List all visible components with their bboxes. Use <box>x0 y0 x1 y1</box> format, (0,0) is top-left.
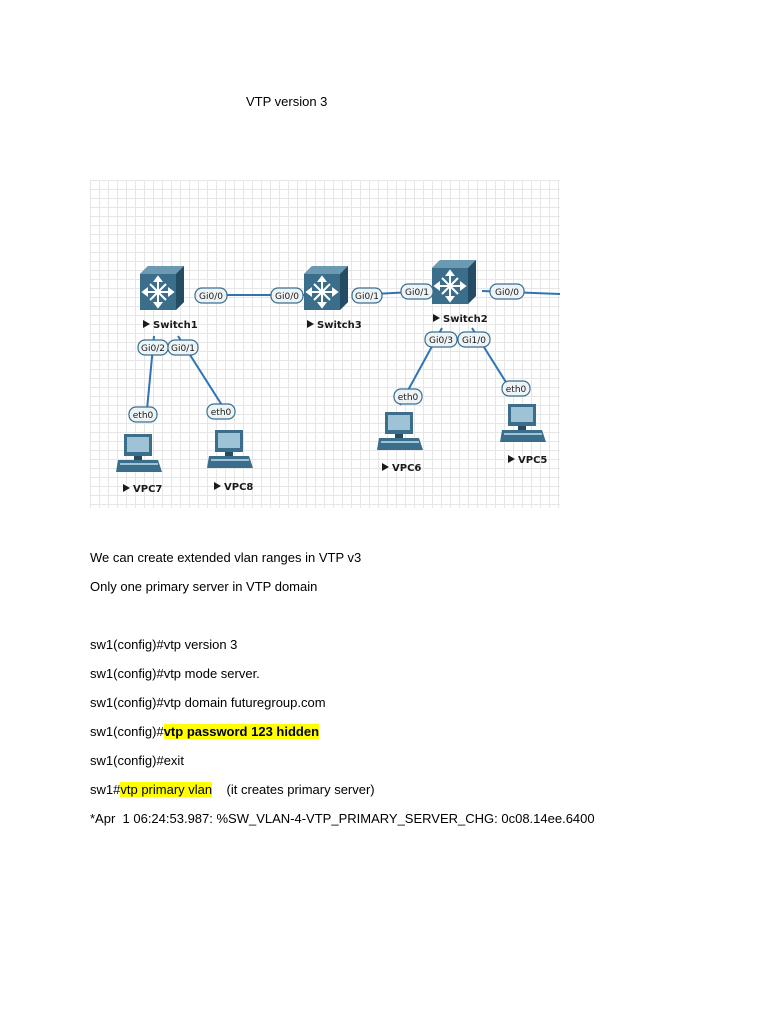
command-exit: sw1(config)#exit <box>90 753 184 768</box>
svg-text:Gi0/1: Gi0/1 <box>171 344 195 354</box>
device-label-vpc7: VPC7 <box>123 484 162 495</box>
port-label-sw2-gi03: Gi0/3 <box>424 331 458 348</box>
vpc6-icon <box>377 412 423 450</box>
svg-text:VPC6: VPC6 <box>392 463 421 474</box>
port-label-sw2-gi10: Gi1/0 <box>457 331 491 348</box>
svg-text:Gi0/3: Gi0/3 <box>429 336 453 346</box>
device-label-vpc8: VPC8 <box>214 482 253 493</box>
highlighted-command: vtp password 123 hidden <box>163 724 320 739</box>
port-label-vpc8-eth0: eth0 <box>206 403 236 420</box>
page-title: VTP version 3 <box>246 94 328 109</box>
device-label-switch3: Switch3 <box>307 320 362 331</box>
port-label-vpc7-eth0: eth0 <box>128 406 158 423</box>
svg-text:VPC5: VPC5 <box>518 455 547 466</box>
svg-text:Gi0/0: Gi0/0 <box>199 292 223 302</box>
svg-text:Gi1/0: Gi1/0 <box>462 336 486 346</box>
note-primary-server: Only one primary server in VTP domain <box>90 579 318 594</box>
log-message: *Apr 1 06:24:53.987: %SW_VLAN-4-VTP_PRIM… <box>90 811 595 826</box>
port-label-sw3-gi00: Gi0/0 <box>270 287 304 304</box>
svg-text:eth0: eth0 <box>133 411 154 421</box>
svg-text:Gi0/0: Gi0/0 <box>495 288 519 298</box>
note-extended-vlan: We can create extended vlan ranges in VT… <box>90 550 362 565</box>
highlighted-command: vtp primary vlan <box>120 782 213 797</box>
vpc8-icon <box>207 430 253 468</box>
svg-text:Switch1: Switch1 <box>153 320 198 331</box>
vpc5-icon <box>500 404 546 442</box>
svg-text:Switch2: Switch2 <box>443 314 488 325</box>
vpc7-icon <box>116 434 162 472</box>
command-vtp-domain: sw1(config)#vtp domain futuregroup.com <box>90 695 326 710</box>
svg-text:Gi0/1: Gi0/1 <box>405 288 429 298</box>
svg-text:Switch3: Switch3 <box>317 320 362 331</box>
switch2-icon <box>431 259 477 305</box>
svg-text:eth0: eth0 <box>506 385 527 395</box>
svg-text:Gi0/1: Gi0/1 <box>355 292 379 302</box>
svg-text:VPC8: VPC8 <box>224 482 253 493</box>
svg-text:Gi0/0: Gi0/0 <box>275 292 299 302</box>
command-vtp-primary: sw1#vtp primary vlan (it creates primary… <box>90 782 375 797</box>
svg-text:eth0: eth0 <box>398 393 419 403</box>
port-label-vpc6-eth0: eth0 <box>393 388 423 405</box>
device-label-vpc5: VPC5 <box>508 455 547 466</box>
port-label-sw2-gi00: Gi0/0 <box>489 283 525 300</box>
svg-text:Gi0/2: Gi0/2 <box>141 344 165 354</box>
switch3-icon <box>303 265 349 311</box>
command-vtp-password: sw1(config)#vtp password 123 hidden <box>90 724 320 739</box>
port-label-sw1-gi00: Gi0/0 <box>194 287 228 304</box>
command-vtp-mode: sw1(config)#vtp mode server. <box>90 666 260 681</box>
svg-text:eth0: eth0 <box>211 408 232 418</box>
svg-text:VPC7: VPC7 <box>133 484 162 495</box>
port-label-sw1-gi02: Gi0/2 <box>137 339 169 356</box>
port-label-vpc5-eth0: eth0 <box>501 380 531 397</box>
command-prompt: sw1(config)# <box>90 724 164 739</box>
command-vtp-version: sw1(config)#vtp version 3 <box>90 637 238 652</box>
command-prompt: sw1# <box>90 782 121 797</box>
network-topology-diagram: Gi0/0 Gi0/0 Gi0/1 Gi0/1 Gi0/0 Gi0/2 Gi0/… <box>90 180 560 508</box>
device-label-switch2: Switch2 <box>433 314 488 325</box>
command-comment: (it creates primary server) <box>212 782 375 797</box>
port-label-sw1-gi01: Gi0/1 <box>167 339 199 356</box>
device-label-switch1: Switch1 <box>143 320 198 331</box>
port-label-sw2-gi01: Gi0/1 <box>400 283 434 300</box>
device-label-vpc6: VPC6 <box>382 463 421 474</box>
port-label-sw3-gi01: Gi0/1 <box>351 287 383 304</box>
switch1-icon <box>139 265 185 311</box>
